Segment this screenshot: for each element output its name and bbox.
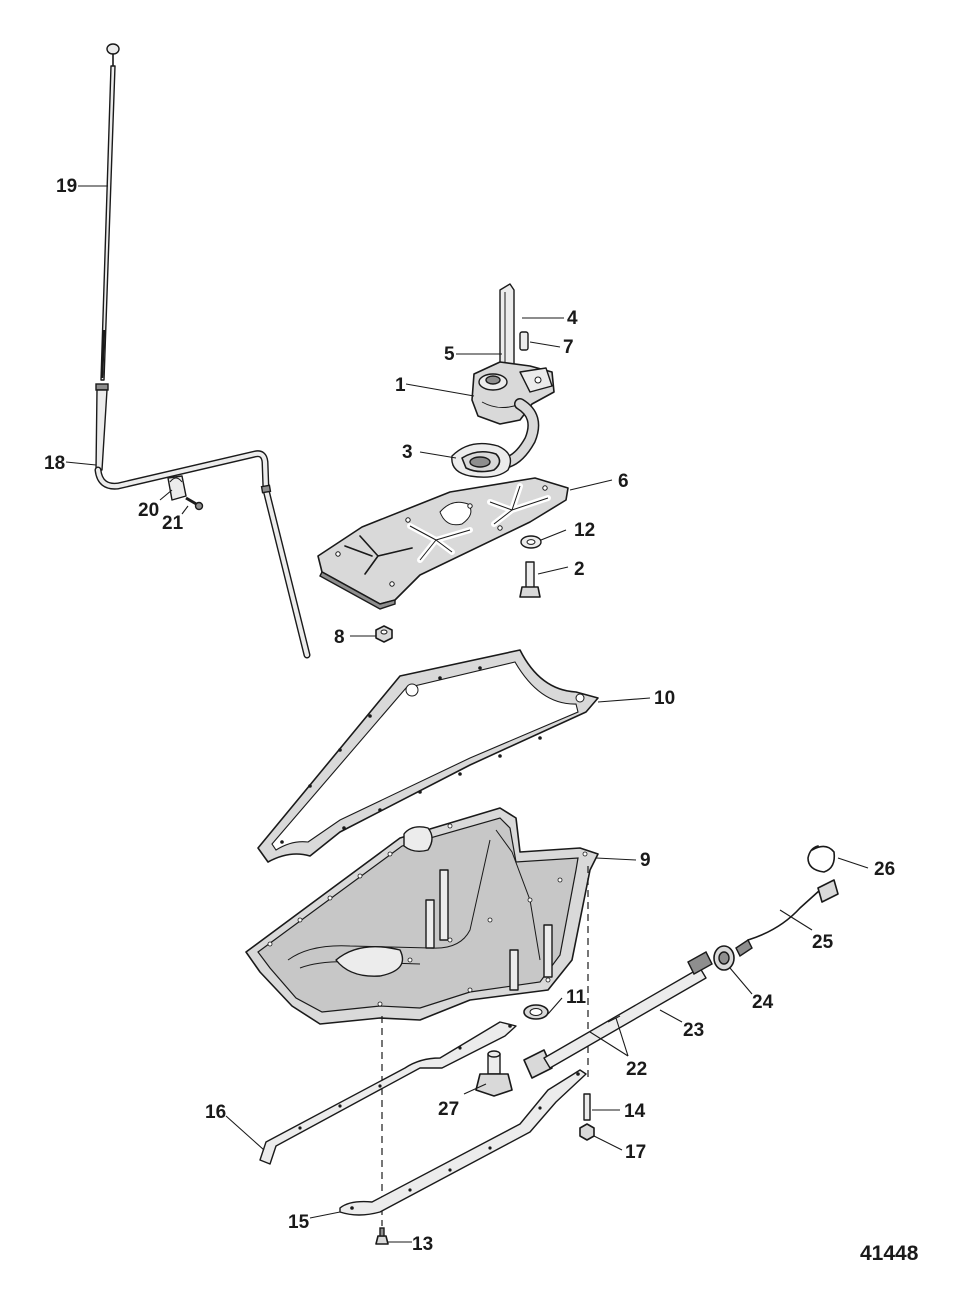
tray-nut [375,625,393,643]
left-rail-gasket [259,1021,517,1165]
oil-pump-shaft [499,283,515,373]
tube-clamp [167,475,187,501]
callout-9: 9 [640,850,651,871]
oil-pan-gasket [257,649,599,863]
callout-15: 15 [288,1212,310,1233]
callout-24: 24 [752,992,774,1013]
callout-27: 27 [438,1099,459,1120]
dipstick-tube [94,383,311,659]
rail-bolt [375,1227,389,1245]
callout-4: 4 [567,308,578,329]
right-rail-gasket [339,1069,587,1216]
callout-6: 6 [618,471,629,492]
oil-pickup-screen [451,442,512,478]
drain-plug [475,1050,513,1097]
sender-gasket [807,845,836,873]
figure-number: 41448 [860,1242,919,1265]
callout-labels: 1 2 3 4 5 6 7 8 9 10 11 12 13 14 15 16 1… [44,176,895,1255]
oil-sender [735,879,839,958]
callout-25: 25 [812,932,834,953]
clamp-screw [185,496,204,511]
callout-5: 5 [444,344,455,365]
drain-tube-assembly [523,951,713,1079]
callout-19: 19 [56,176,77,197]
drain-o-ring [523,1004,549,1020]
callout-16: 16 [205,1102,226,1123]
callout-13: 13 [412,1234,433,1255]
oil-pump [471,361,555,468]
tray-bolt [519,561,541,598]
callout-12: 12 [574,520,595,541]
callout-7: 7 [563,337,574,358]
shaft-pin [519,331,529,351]
rail-stud [583,1093,591,1121]
callout-17: 17 [625,1142,646,1163]
oil-pan [245,807,599,1025]
callout-2: 2 [574,559,585,580]
sender-fitting [713,945,735,971]
callout-14: 14 [624,1101,646,1122]
callout-26: 26 [874,859,895,880]
callout-1: 1 [395,375,406,396]
callout-11: 11 [566,987,587,1008]
callout-21: 21 [162,513,184,534]
callout-10: 10 [654,688,675,709]
leader-lines [65,185,869,1243]
washer [520,535,542,549]
callout-20: 20 [138,500,159,521]
stud-nut [579,1123,595,1141]
callout-23: 23 [683,1020,704,1041]
dipstick [100,43,120,381]
windage-tray [317,477,569,610]
callout-18: 18 [44,453,65,474]
callout-8: 8 [334,627,345,648]
alignment-lines [381,866,589,1226]
callout-3: 3 [402,442,413,463]
callout-22: 22 [626,1059,647,1080]
